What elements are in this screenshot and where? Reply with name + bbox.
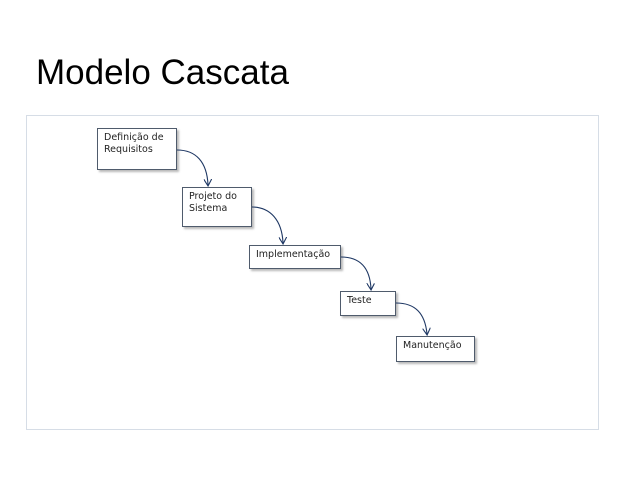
arrow-projeto-to-implementacao bbox=[251, 206, 283, 243]
step-manutencao: Manutenção bbox=[396, 336, 475, 362]
arrow-requisitos-to-projeto bbox=[176, 149, 208, 185]
step-teste: Teste bbox=[340, 291, 396, 316]
step-label-line: Sistema bbox=[189, 203, 228, 214]
step-label-line: Implementação bbox=[256, 249, 331, 260]
slide-title: Modelo Cascata bbox=[36, 53, 289, 92]
arrow-teste-to-manutencao bbox=[395, 302, 427, 334]
step-label-line: Manutenção bbox=[403, 340, 462, 351]
step-label-line: Definição de bbox=[104, 132, 164, 143]
arrow-implementacao-to-teste bbox=[340, 256, 371, 289]
step-projeto-sistema: Projeto do Sistema bbox=[182, 187, 252, 227]
step-definicao-requisitos: Definição de Requisitos bbox=[97, 128, 177, 170]
step-label-line: Teste bbox=[347, 295, 372, 306]
step-label-line: Projeto do bbox=[189, 191, 237, 202]
step-implementacao: Implementação bbox=[249, 245, 341, 269]
step-label-line: Requisitos bbox=[104, 144, 153, 155]
